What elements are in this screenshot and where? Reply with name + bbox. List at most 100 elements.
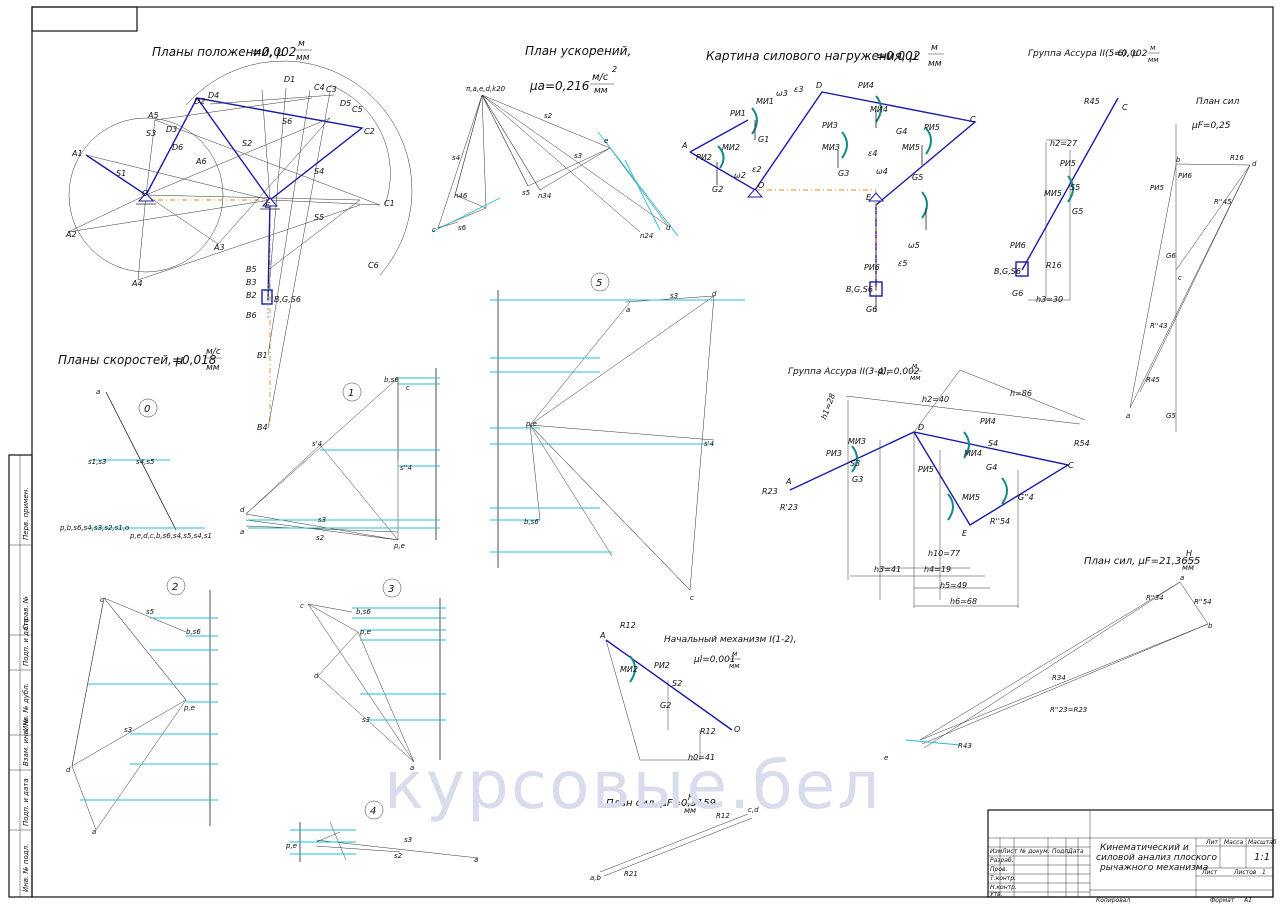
vel0-label-pbs: p,b,s6,s4,s3,s2,s1,o [59,524,129,532]
accel-label-n24: n24 [640,232,653,240]
group56-title: Группа Ассура II(5-6), μ [1028,49,1138,59]
accel-label-s2: s2 [544,112,553,120]
plan-num-1: 1 [348,388,354,399]
pos-label-S4: S4 [314,167,324,176]
vel5-label-s4: s'4 [704,440,714,448]
fr-label-R16: R16 [1230,154,1244,162]
pos-label-S1: S1 [116,169,126,178]
fb-label-R12: R12 [716,812,730,820]
g34-label-C: C [1068,461,1074,470]
fb-label-ab: a,b [590,874,602,882]
accel-label-d: d [666,224,671,232]
pos-label-A1: A1 [71,149,83,158]
vel5-label-pe: p,e [525,420,537,428]
side-stamp [8,454,33,898]
stamp-role-4: Н.контр. [990,884,1017,891]
force-label-MI2: MИ2 [722,143,740,152]
g34-dim-h77: h10=77 [928,549,961,558]
pos-label-A3: A3 [213,243,225,252]
stamp-sheets: Листов [1233,869,1257,876]
initial-title: Начальный механизм I(1-2), [664,635,796,645]
g34-dim-h41: h3=41 [874,565,901,574]
force-plan-mid-unit-mm: мм [1182,563,1194,572]
force-label-D: D [816,81,822,90]
pos-label-O: O [142,189,148,198]
pos-label-S6: S6 [282,117,292,126]
pos-label-B5: B5 [246,265,257,274]
vel2-label-s3: s3 [124,726,132,734]
accel-unit-mm: мм [594,86,608,96]
vel5-label-c: c [690,594,694,602]
vel1-label-d: d [240,506,245,514]
g34-label-R23: R23 [762,487,778,496]
group56-unit-m: м [1150,44,1156,52]
pos-label-C6: C6 [368,261,379,270]
force-label-MI1: MИ1 [756,97,774,106]
g34-dim-h68: h6=68 [950,597,977,606]
force-label-G6: G6 [866,305,877,314]
vel2-label-pe: p,e [183,704,195,712]
velocities-title: Планы скоростей, μ [58,353,184,367]
fr-label-c: c [1178,274,1182,282]
force-label-PI3: PИ3 [822,121,838,130]
force-plan-mid: План сил, μF=21,3655 Н мм a b e R34 R''3… [884,549,1213,762]
vel1-label-s4: s'4 [312,440,322,448]
side-label-5: Справ. № [22,596,30,630]
g56-label-MI5: MИ5 [1044,189,1062,198]
force-label-e4: ε4 [868,149,877,158]
plan-num-0: 0 [144,404,150,415]
plan-num-5: 5 [596,278,602,289]
plan-num-2: 2 [172,582,178,593]
initial-scale: μl=0,001 [693,655,736,665]
init-label-PI2: PИ2 [654,661,670,670]
force-plan-bottom-title: План сил, μF=0,3159 [606,798,716,809]
vel2-label-bs6: b,s6 [186,628,201,636]
vel2-label-s5: s5 [146,608,155,616]
fm-label-R54: R''54 [1194,598,1212,606]
accel-label-pi: π,a,e,d,k20 [466,85,506,93]
velocity-plans: Планы скоростей, μ =0,018 м/с мм 0 a s1,… [58,272,745,864]
vel1-label-s3: s3 [318,516,326,524]
accel-label-s4: s4 [452,154,460,162]
group56-scale: =0,002 [1114,49,1148,59]
force-mid-labels: a b e R34 R''34 R43 R''23=R23 R''54 [884,574,1213,762]
fr-label-PI5: PИ5 [1150,184,1164,192]
accel-plan: План ускорений, μa=0,216 м/с 2 мм π,a,e,… [431,44,679,240]
vel5-label-bs6: b,s6 [524,518,539,526]
positions-scale: =0,002 [252,45,296,59]
g34-label-D: D [918,423,924,432]
pos-label-A6: A6 [195,157,207,166]
vel5-label-d: d [712,290,717,298]
stamp-title-2: силовой анализ плоского [1096,853,1218,863]
vel0-labels: a s1,s3 s4,s5 p,b,s6,s4,s3,s2,s1,o p,e,d… [59,388,212,540]
g56-label-PI5: PИ5 [1060,159,1076,168]
vel0-label-pedc: p,e,d,c,b,s6,s4,s5,s4,s1 [129,532,212,540]
vel2-label-a: a [92,828,96,836]
side-stamp-labels: Инв. № подл. Подп. и дата Взам. инв. № И… [22,487,30,892]
stamp-col-mass: Масса [1224,839,1243,846]
pos-label-B3: B3 [246,278,257,287]
g56-label-R16: R16 [1046,261,1062,270]
fr-label-R43: R''43 [1150,322,1168,330]
side-label-6: Перв. примен. [22,487,30,540]
initial-unit-m: м [732,650,738,658]
vel5-label-a: a [626,306,630,314]
vel3-label-a: a [410,764,414,772]
g34-label-G4: G4 [986,463,997,472]
fr-label-PI6: PИ6 [1178,172,1192,180]
fr-label-b: b [1176,156,1181,164]
pos-label-B6: B6 [246,311,257,320]
init-label-O: O [734,725,740,734]
initial-mechanism: Начальный механизм I(1-2), μl=0,001 м мм… [599,621,796,762]
pos-label-B4: B4 [257,423,268,432]
side-label-4: Подп. и дата [22,618,30,666]
force-picture-scale: =0,002 [876,49,920,63]
g34-label-MI4: MИ4 [964,449,982,458]
g34-label-R54: R54 [1074,439,1090,448]
side-stamp-dividers [9,544,32,831]
stamp-sheets-val: 1 [1262,869,1266,876]
pos-label-C1: C1 [384,199,395,208]
initial-unit-mm: мм [729,662,740,670]
positions-unit-m: м [298,39,305,49]
